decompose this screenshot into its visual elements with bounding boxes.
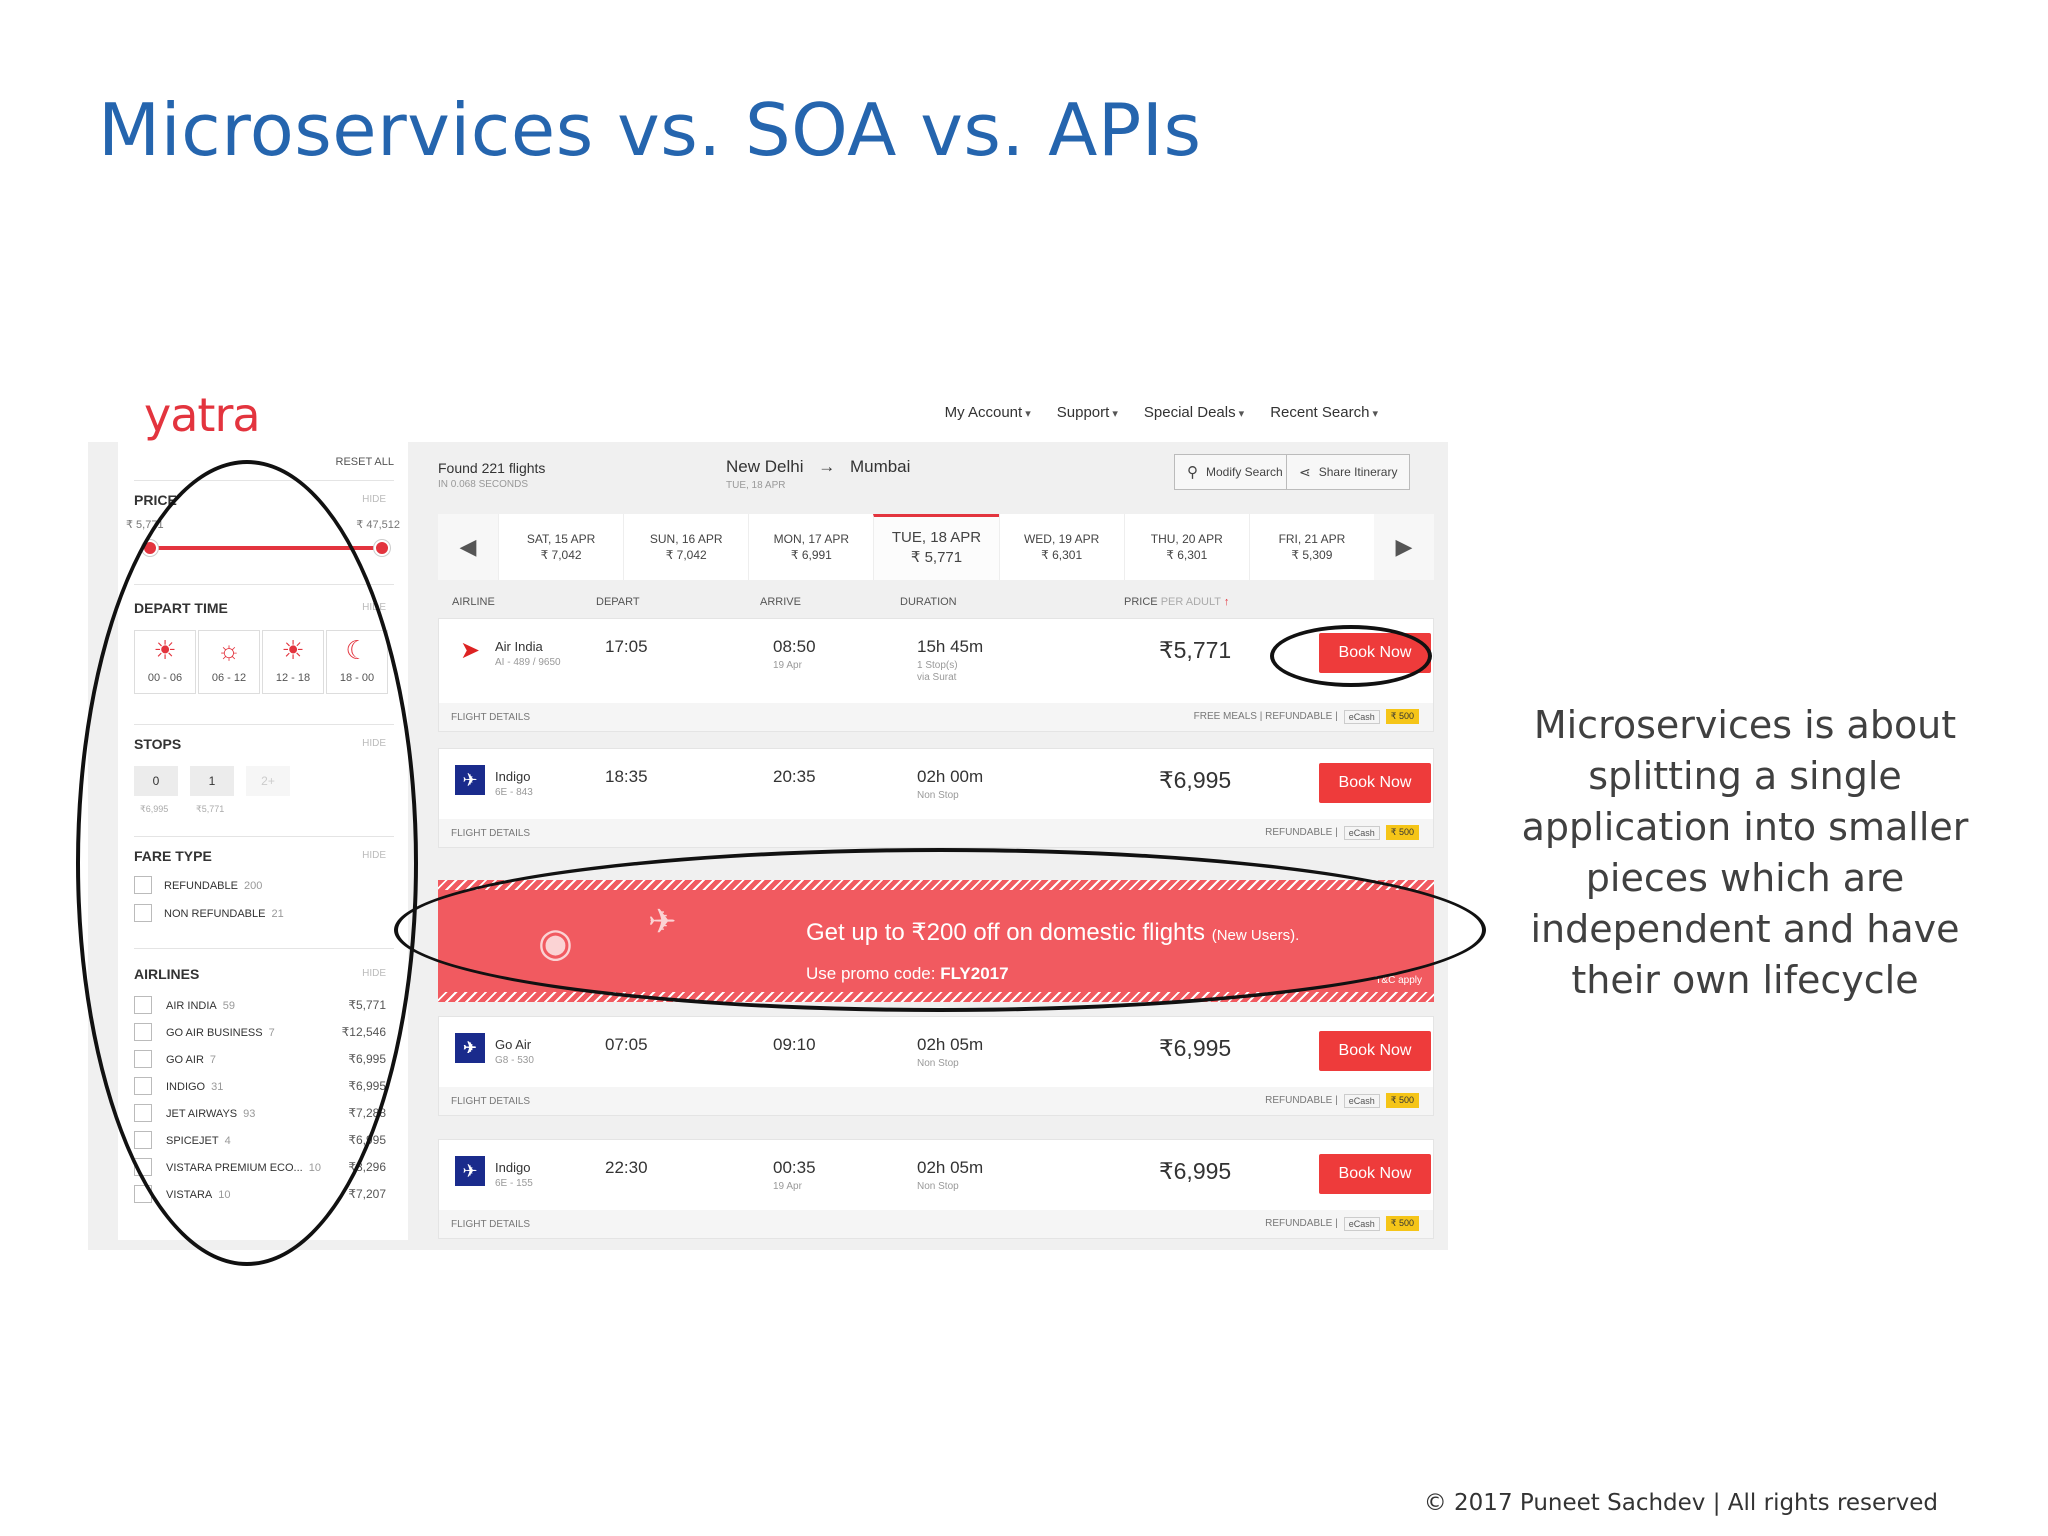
depart-time: 07:05 [605,1035,648,1054]
flight-details-link[interactable]: FLIGHT DETAILS [451,1096,531,1107]
indigo-logo-icon: ✈ [455,1156,485,1186]
ecash-badge: eCash [1343,709,1380,724]
arrow-right-icon: → [818,457,836,476]
price-max: ₹ 47,512 [356,519,400,531]
hide-link[interactable]: HIDE [362,494,386,505]
date-tab[interactable]: MON, 17 APR₹ 6,991 [748,514,873,580]
flight-tags: REFUNDABLE | [1265,827,1338,838]
air-india-logo-icon: ➤ [459,636,481,664]
date-tab-selected[interactable]: TUE, 18 APR₹ 5,771 [873,514,999,580]
annotation-ellipse-sidebar [76,460,418,1266]
search-icon: ⚲ [1187,464,1198,481]
arrive-time: 09:10 [773,1035,816,1054]
flight-details-link[interactable]: FLIGHT DETAILS [451,712,531,723]
depart-time: 17:05 [605,637,648,656]
ecash-amount: ₹ 500 [1385,1216,1419,1231]
col-price[interactable]: PRICE PER ADULT ↑ [1124,596,1230,608]
reset-all-link[interactable]: RESET ALL [335,456,395,468]
date-tab[interactable]: SUN, 16 APR₹ 7,042 [623,514,748,580]
share-icon: ⋖ [1299,463,1311,480]
chevron-right-icon[interactable]: ▶ [1373,514,1434,580]
slide-title: Microservices vs. SOA vs. APIs [98,88,1202,172]
nav-my-account[interactable]: My Account [945,404,1031,421]
modify-search-button[interactable]: ⚲Modify Search [1174,454,1296,490]
flight-footer: FLIGHT DETAILS REFUNDABLE | eCash ₹ 500 [439,1210,1433,1238]
date-tab[interactable]: WED, 19 APR₹ 6,301 [998,514,1124,580]
promo-terms[interactable]: T&C apply [1375,975,1422,986]
indigo-logo-icon: ✈ [455,765,485,795]
slide-footer: © 2017 Puneet Sachdev | All rights reser… [1423,1490,1938,1516]
flight-price: ₹5,771 [1159,637,1232,663]
book-now-button[interactable]: Book Now [1319,763,1431,803]
col-arrive[interactable]: ARRIVE [760,596,801,608]
book-now-button[interactable]: Book Now [1319,1031,1431,1071]
nav-support[interactable]: Support [1057,404,1118,421]
flight-tags: FREE MEALS | REFUNDABLE | [1193,711,1338,722]
nav-recent-search[interactable]: Recent Search [1270,404,1378,421]
share-itinerary-button[interactable]: ⋖Share Itinerary [1286,454,1411,490]
ecash-amount: ₹ 500 [1385,709,1419,724]
chevron-left-icon[interactable]: ◀ [438,514,498,580]
ecash-badge: eCash [1343,1216,1380,1231]
ecash-amount: ₹ 500 [1385,1093,1419,1108]
annotation-ellipse-book-now [1270,625,1432,687]
flight-details-link[interactable]: FLIGHT DETAILS [451,1219,531,1230]
depart-time: 22:30 [605,1158,648,1177]
annotation-ellipse-promo [394,848,1486,1012]
nav-special-deals[interactable]: Special Deals [1144,404,1244,421]
ecash-amount: ₹ 500 [1385,825,1419,840]
ecash-badge: eCash [1343,1093,1380,1108]
top-nav: My Account Support Special Deals Recent … [945,404,1378,421]
flight-price: ₹6,995 [1159,1035,1232,1061]
ecash-badge: eCash [1343,825,1380,840]
go-air-logo-icon: ✈ [455,1033,485,1063]
date-strip: ◀ SAT, 15 APR₹ 7,042 SUN, 16 APR₹ 7,042 … [438,514,1434,580]
col-depart[interactable]: DEPART [596,596,640,608]
yatra-logo[interactable]: yatra [144,388,261,442]
slide-description: Microservices is about splitting a singl… [1521,703,1969,1002]
date-tab[interactable]: THU, 20 APR₹ 6,301 [1123,514,1249,580]
flight-price: ₹6,995 [1159,1158,1232,1184]
flight-footer: FLIGHT DETAILS REFUNDABLE | eCash ₹ 500 [439,819,1433,847]
flight-tags: REFUNDABLE | [1265,1095,1338,1106]
book-now-button[interactable]: Book Now [1319,1154,1431,1194]
arrow-up-icon: ↑ [1223,596,1230,608]
arrive-time: 20:35 [773,767,816,786]
flight-price: ₹6,995 [1159,767,1232,793]
yatra-screenshot: yatra My Account Support Special Deals R… [76,380,1486,1266]
airline-price: ₹7,207 [348,1187,386,1201]
col-airline[interactable]: AIRLINE [452,596,495,608]
flight-details-link[interactable]: FLIGHT DETAILS [451,828,531,839]
depart-time: 18:35 [605,767,648,786]
date-tab[interactable]: SAT, 15 APR₹ 7,042 [498,514,623,580]
col-duration[interactable]: DURATION [900,596,957,608]
flight-tags: REFUNDABLE | [1265,1218,1338,1229]
price-heading: PRICE [134,492,177,508]
date-tab[interactable]: FRI, 21 APR₹ 5,309 [1248,514,1374,580]
flight-footer: FLIGHT DETAILS FREE MEALS | REFUNDABLE |… [439,703,1433,731]
price-slider-max-handle[interactable] [374,540,390,556]
flight-footer: FLIGHT DETAILS REFUNDABLE | eCash ₹ 500 [439,1087,1433,1115]
